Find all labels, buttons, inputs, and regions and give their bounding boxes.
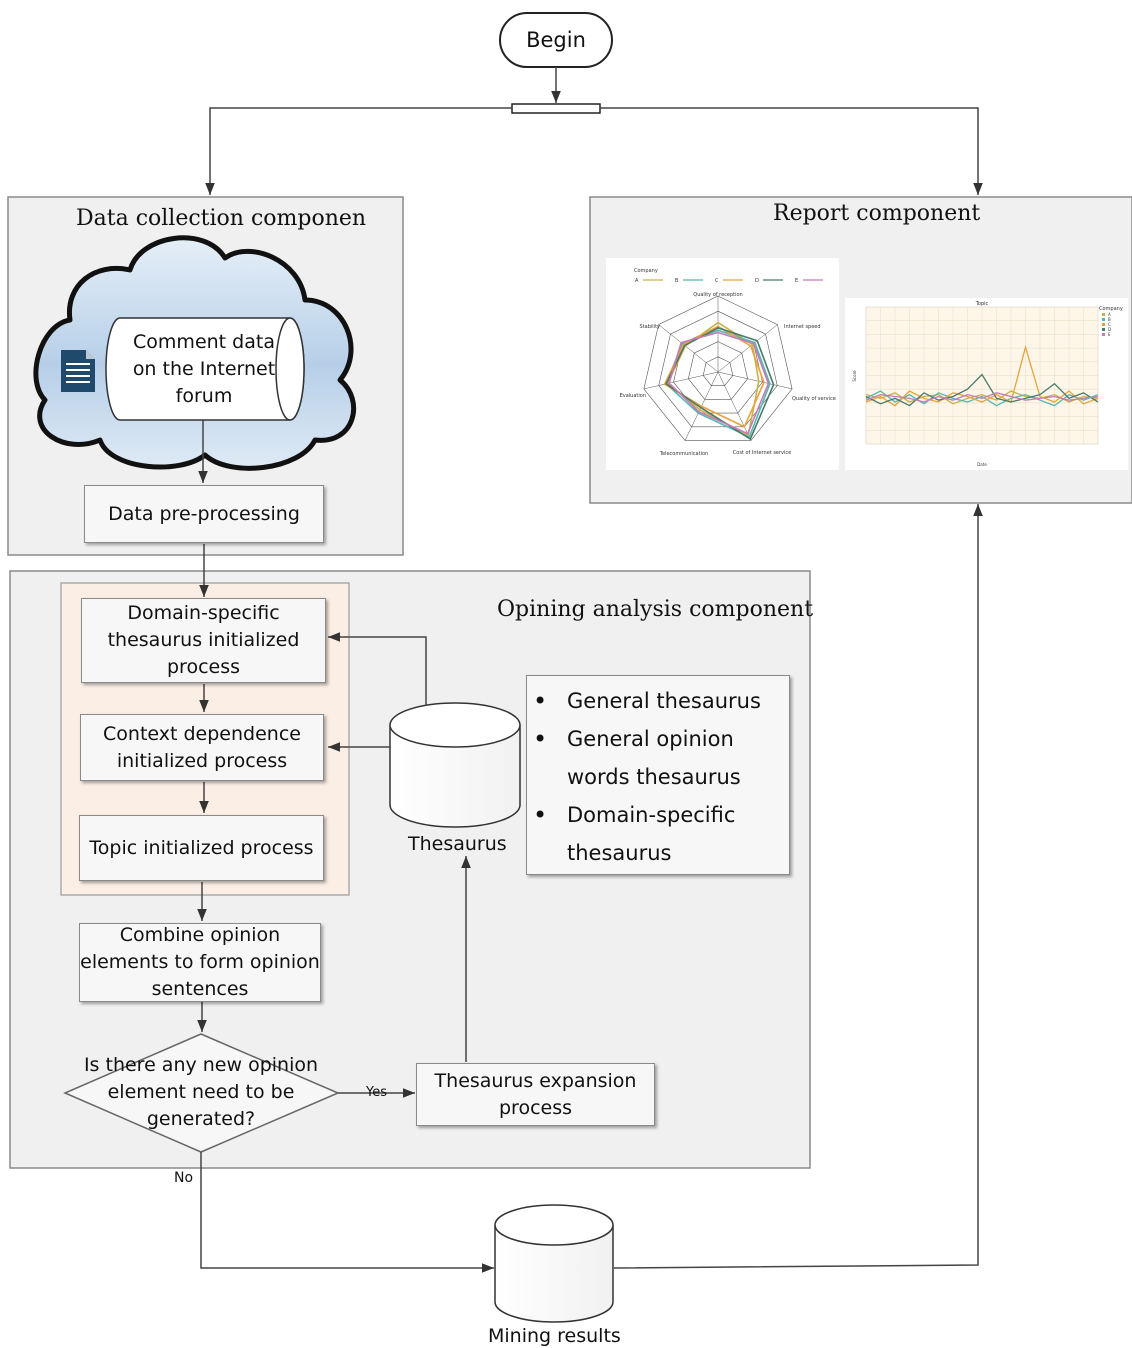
data-preprocessing-box[interactable]: Data pre-processing xyxy=(84,485,324,543)
mining-results-store xyxy=(494,1204,614,1323)
combine-box[interactable]: Combine opinion elements to form opinion… xyxy=(79,923,321,1002)
radar-legend-title: Company xyxy=(634,268,658,274)
radar-spoke xyxy=(717,324,778,373)
radar-grid-ring xyxy=(658,310,778,428)
radar-axis-label: Quality of reception xyxy=(693,292,742,298)
connectors xyxy=(197,67,983,1273)
thesaurus-list-item: General thesaurus xyxy=(533,682,779,720)
radar-axis-label: Quality of service xyxy=(792,396,836,402)
radar-grid-ring xyxy=(702,356,734,386)
line-chart-ylabel: Score xyxy=(852,370,857,382)
line-chart-xlabel: Date xyxy=(977,462,987,467)
thesaurus-list-item: General opinion words thesaurus xyxy=(533,720,779,796)
topic-box[interactable]: Topic initialized process xyxy=(79,815,324,881)
radar-legend-item: A xyxy=(635,278,639,284)
data-collection-title: Data collection componen xyxy=(76,206,367,231)
radar-axis-label: Internet speed xyxy=(784,324,821,330)
yes-label: Yes xyxy=(366,1085,387,1100)
begin-label: Begin xyxy=(526,27,586,52)
line-legend-swatch xyxy=(1102,333,1105,336)
thesaurus-label: Thesaurus xyxy=(408,833,507,855)
line-legend-swatch xyxy=(1102,328,1105,331)
no-label: No xyxy=(174,1170,194,1186)
line-legend-item: C xyxy=(1108,322,1111,327)
line-legend-item: A xyxy=(1108,312,1111,317)
radar-grid-ring xyxy=(643,295,793,441)
line-legend-swatch xyxy=(1102,323,1105,326)
thesaurus-store xyxy=(389,702,521,828)
thesaurus-list-item: Domain-specific thesaurus xyxy=(533,796,779,872)
radar-spoke xyxy=(658,324,719,373)
thesaurus-to-domain xyxy=(328,632,427,706)
context-dependence-box[interactable]: Context dependence initialized process xyxy=(80,714,324,781)
radar-grid-ring xyxy=(688,341,748,400)
line-legend-item: D xyxy=(1108,327,1111,332)
report-title: Report component xyxy=(773,201,981,226)
fork-to-data-collection xyxy=(205,107,512,195)
line-legend-swatch xyxy=(1102,313,1105,316)
comment-data-store xyxy=(105,317,305,421)
decision-no-to-mining xyxy=(200,1152,494,1273)
radar-spoke xyxy=(717,371,752,441)
mining-results-label: Mining results xyxy=(488,1325,621,1347)
thesaurus-expansion-box[interactable]: Thesaurus expansion process xyxy=(416,1063,655,1126)
decision-label: Is there any new opinion element need to… xyxy=(83,1053,319,1130)
radar-legend-item: E xyxy=(795,278,798,284)
radar-spoke xyxy=(717,371,793,390)
line-series xyxy=(865,373,1099,407)
radar-axis-label: Stability xyxy=(640,324,661,330)
radar-legend-item: D xyxy=(755,278,759,284)
fork-bar xyxy=(511,103,601,114)
document-icon xyxy=(61,350,95,392)
line-legend-item: E xyxy=(1108,332,1111,337)
radar-legend-item: C xyxy=(715,278,719,284)
thesaurus-list-box: General thesaurus General opinion words … xyxy=(526,675,790,875)
fork-to-report xyxy=(600,107,983,195)
domain-specific-box[interactable]: Domain-specific thesaurus initialized pr… xyxy=(81,598,326,683)
radar-axis-label: Telecommunication xyxy=(659,451,708,457)
radar-legend-item: B xyxy=(675,278,679,284)
mining-to-report xyxy=(613,504,983,1269)
radar-series xyxy=(663,325,765,428)
radar-series xyxy=(668,331,770,435)
radar-spoke xyxy=(643,371,719,390)
radar-axis-label: Cost of Internet service xyxy=(733,450,791,456)
opining-title: Opining analysis component xyxy=(497,597,814,622)
radar-axis-label: Evaluation xyxy=(620,393,646,399)
line-legend-title: Company xyxy=(1099,306,1123,312)
comment-data-label: Comment data on the Internet forum xyxy=(132,330,276,407)
line-series xyxy=(865,392,1099,403)
line-legend-item: B xyxy=(1108,317,1111,322)
line-legend-swatch xyxy=(1102,318,1105,321)
radar-chart-thumbnail xyxy=(606,258,839,470)
line-chart-title: Topic xyxy=(975,301,989,307)
